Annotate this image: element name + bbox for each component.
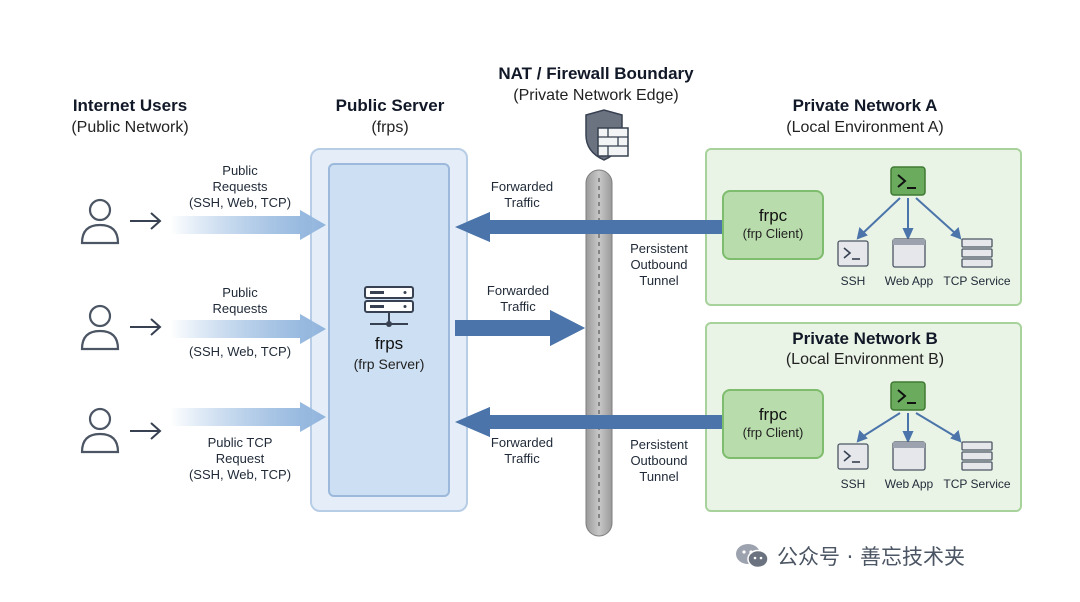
connector-lines-b — [856, 412, 962, 444]
service-label-web-app: Web App — [884, 274, 934, 288]
forwarded-traffic-label-top: Forwarded Traffic — [472, 179, 572, 211]
connector-lines-a — [856, 197, 962, 241]
forwarded-traffic-label-mid: Forwarded Traffic — [468, 283, 568, 315]
flow-label-line: Traffic — [504, 195, 540, 210]
request-label-3: Public TCP Request (SSH, Web, TCP) — [175, 435, 305, 483]
server-rack-icon — [364, 286, 414, 325]
wechat-icon — [736, 544, 769, 569]
service-label-tcp: TCP Service — [943, 477, 1011, 491]
private-network-a-subtitle: (Local Environment A) — [786, 119, 944, 136]
service-label-web-app: Web App — [884, 477, 934, 491]
request-label-line: (SSH, Web, TCP) — [188, 195, 292, 210]
tunnel-label-a: Persistent Outbound Tunnel — [612, 241, 706, 289]
request-label-line: Request — [215, 451, 265, 466]
internet-users-title: Internet Users — [72, 96, 188, 115]
request-label-line: Public — [222, 163, 258, 178]
request-label-2: Public Requests — [175, 285, 305, 317]
frps-box — [328, 163, 450, 497]
web-app-icon — [892, 441, 926, 471]
user-icon — [80, 304, 120, 351]
terminal-icon — [890, 166, 926, 196]
flow-label-line: Traffic — [500, 299, 536, 314]
tunnel-label-line: Tunnel — [639, 469, 679, 484]
tcp-service-icon — [961, 441, 993, 471]
nat-boundary-subtitle: (Private Network Edge) — [513, 87, 679, 104]
private-network-a-title: Private Network A — [792, 96, 938, 115]
frpc-a-desc: (frp Client) — [742, 226, 804, 241]
flow-label-line: Forwarded — [486, 283, 550, 298]
tunnel-arrow-a — [455, 212, 722, 242]
user-icon — [80, 198, 120, 245]
server-rack-lights — [370, 291, 407, 327]
watermark: 公众号 · 善忘技术夹 — [735, 541, 1055, 571]
tunnel-label-line: Tunnel — [639, 273, 679, 288]
request-label-line: (SSH, Web, TCP) — [188, 467, 292, 482]
firewall-wall — [585, 169, 613, 537]
public-server-subtitle: (frps) — [371, 119, 409, 136]
flow-label-line: Traffic — [504, 451, 540, 466]
tunnel-label-line: Persistent — [630, 241, 688, 256]
flow-label-line: Forwarded — [490, 179, 554, 194]
forwarded-arrow-mid — [455, 310, 585, 346]
request-label-1: Public Requests (SSH, Web, TCP) — [175, 163, 305, 211]
private-network-b-title: Private Network B — [792, 329, 938, 348]
user-icon — [80, 407, 120, 454]
tunnel-arrow-b — [455, 407, 722, 437]
public-server-title: Public Server — [335, 96, 445, 115]
web-app-icon — [892, 238, 926, 268]
terminal-icon — [890, 381, 926, 411]
request-label-line: Public TCP — [207, 435, 273, 450]
nat-boundary-title: NAT / Firewall Boundary — [498, 64, 694, 83]
flow-label-line: Forwarded — [490, 435, 554, 450]
service-label-ssh: SSH — [840, 274, 866, 288]
firewall-shield-icon — [585, 109, 629, 161]
frpc-box-b: frpc (frp Client) — [722, 389, 824, 459]
tunnel-label-line: Outbound — [630, 453, 688, 468]
request-label-line: Public — [222, 285, 258, 300]
request-label-line: Requests — [212, 301, 268, 316]
request-arrow — [170, 210, 326, 240]
ssh-terminal-icon — [837, 240, 869, 267]
frpc-b-name: frpc — [758, 405, 788, 424]
internet-users-subtitle: (Public Network) — [71, 119, 189, 136]
ssh-terminal-icon — [837, 443, 869, 470]
watermark-text: 公众号 · 善忘技术夹 — [777, 545, 966, 569]
frpc-a-name: frpc — [758, 206, 788, 225]
small-arrow-icon — [130, 212, 162, 440]
tunnel-label-line: Outbound — [630, 257, 688, 272]
tunnel-label-line: Persistent — [630, 437, 688, 452]
frps-desc: (frp Server) — [353, 356, 425, 372]
frpc-b-desc: (frp Client) — [742, 425, 804, 440]
request-label-line: Requests — [212, 179, 268, 194]
request-label-2-protocols: (SSH, Web, TCP) — [188, 344, 292, 359]
tunnel-label-b: Persistent Outbound Tunnel — [612, 437, 706, 485]
request-arrow — [170, 402, 326, 432]
service-label-tcp: TCP Service — [943, 274, 1011, 288]
service-label-ssh: SSH — [840, 477, 866, 491]
frps-name: frps — [374, 334, 404, 353]
frpc-box-a: frpc (frp Client) — [722, 190, 824, 260]
tcp-service-icon — [961, 238, 993, 268]
private-network-b-subtitle: (Local Environment B) — [785, 351, 945, 368]
request-arrow — [170, 314, 326, 344]
forwarded-traffic-label-bot: Forwarded Traffic — [472, 435, 572, 467]
